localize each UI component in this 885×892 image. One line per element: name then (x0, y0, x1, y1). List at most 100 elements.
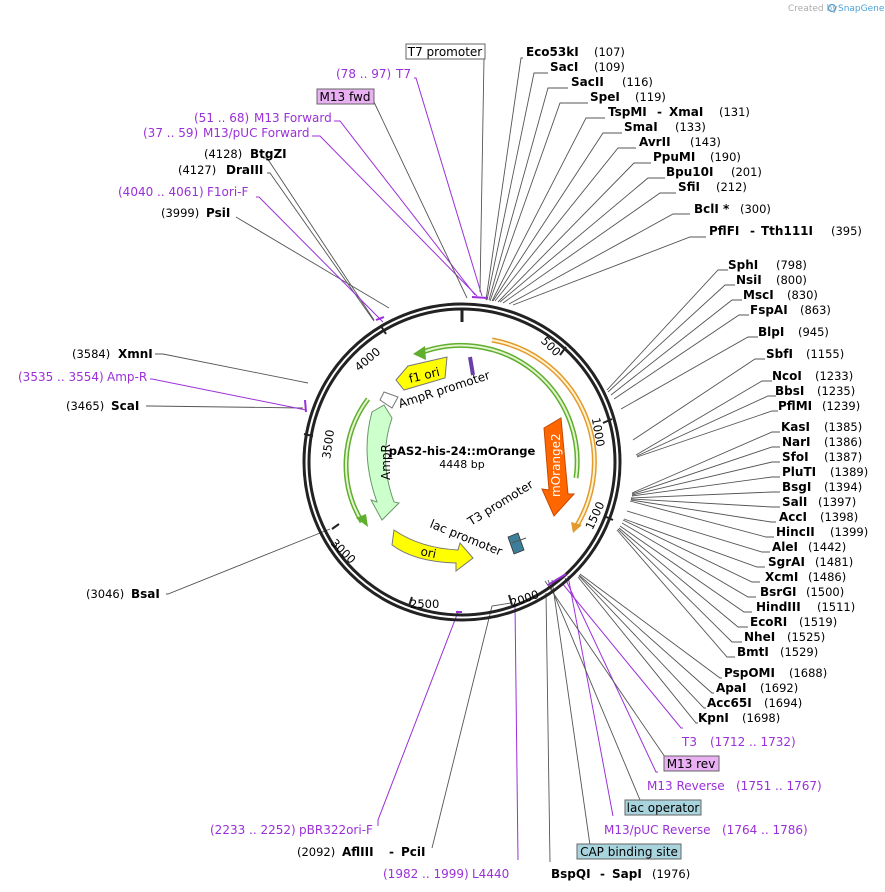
ampr-label: AmpR (379, 444, 393, 480)
svg-text:BtgZI: BtgZI (250, 147, 287, 161)
svg-text:PflMI: PflMI (778, 399, 812, 413)
svg-text:(116): (116) (622, 75, 653, 89)
svg-text:(1235): (1235) (817, 384, 855, 398)
svg-text:PpuMI: PpuMI (653, 150, 695, 164)
svg-text:(190): (190) (710, 150, 741, 164)
plasmid-length: 4448 bp (439, 458, 484, 471)
morange2-label: mOrange2 (549, 433, 563, 497)
enzyme-labels-right: Eco53kI(107) SacI(109) SacII(116) SpeI(1… (526, 45, 868, 725)
svg-text:(1712 .. 1732): (1712 .. 1732) (710, 735, 796, 749)
svg-text:FspAI: FspAI (750, 303, 788, 317)
svg-text:TspMI: TspMI (608, 105, 647, 119)
svg-text:NheI: NheI (744, 630, 775, 644)
svg-text:HindIII: HindIII (756, 600, 801, 614)
t3-promoter-label: T3 promoter (464, 477, 535, 529)
svg-text:(1698): (1698) (742, 711, 780, 725)
svg-text:(1500): (1500) (806, 585, 844, 599)
svg-text:(212): (212) (716, 180, 747, 194)
svg-text:DraIII: DraIII (226, 163, 263, 177)
svg-text:HincII: HincII (776, 525, 815, 539)
t7-promoter-box (405, 43, 486, 60)
svg-text:(1764 .. 1786): (1764 .. 1786) (722, 823, 808, 837)
svg-text:SalI: SalI (782, 495, 807, 509)
m13-rev-label: M13 rev (667, 757, 716, 771)
t7-promoter-feature (468, 356, 475, 376)
m13-fwd-label: M13 fwd (320, 90, 371, 104)
svg-text:BclI *: BclI * (694, 202, 730, 216)
svg-text:KpnI: KpnI (698, 711, 729, 725)
svg-text:(1525): (1525) (787, 630, 825, 644)
svg-text:AccI: AccI (779, 510, 807, 524)
svg-text:(37 .. 59): (37 .. 59) (143, 126, 198, 140)
svg-text:(1239): (1239) (822, 399, 860, 413)
svg-text:L4440: L4440 (472, 867, 509, 881)
svg-text:(1155): (1155) (806, 347, 844, 361)
svg-text:KasI: KasI (781, 420, 810, 434)
svg-text:(830): (830) (787, 288, 818, 302)
svg-text:XcmI: XcmI (765, 570, 798, 584)
credit-brand: SnapGene (838, 4, 885, 14)
svg-text:(1982 .. 1999): (1982 .. 1999) (383, 867, 469, 881)
svg-text:(1529): (1529) (780, 645, 818, 659)
svg-text:SpeI: SpeI (590, 90, 620, 104)
svg-text:T3: T3 (681, 735, 697, 749)
svg-text:NarI: NarI (782, 435, 811, 449)
svg-text:M13 Reverse: M13 Reverse (647, 779, 725, 793)
svg-text:PluTI: PluTI (782, 465, 816, 479)
svg-text:-: - (657, 105, 662, 119)
plasmid-name: pAS2-his-24::mOrange (389, 444, 536, 458)
svg-text:M13/pUC Forward: M13/pUC Forward (203, 126, 310, 140)
svg-text:4000: 4000 (352, 345, 383, 375)
svg-text:(1486): (1486) (808, 570, 846, 584)
svg-text:(395): (395) (831, 224, 862, 238)
svg-text:PciI: PciI (401, 845, 426, 859)
svg-text:BlpI: BlpI (758, 325, 784, 339)
svg-text:(1394): (1394) (824, 480, 862, 494)
svg-text:Amp-R: Amp-R (107, 370, 147, 384)
svg-text:(3535 .. 3554): (3535 .. 3554) (18, 370, 104, 384)
ori-feature (391, 529, 474, 573)
svg-text:AleI: AleI (772, 540, 798, 554)
svg-text:(1976): (1976) (652, 867, 690, 881)
primer-site-markers (304, 296, 567, 613)
ampr-promoter-feature (379, 391, 399, 409)
svg-text:SfiI: SfiI (678, 180, 700, 194)
svg-text:-: - (600, 867, 605, 881)
svg-text:(1688): (1688) (789, 666, 827, 680)
svg-text:(1481): (1481) (815, 555, 853, 569)
svg-text:(1442): (1442) (808, 540, 846, 554)
svg-text:Eco53kI: Eco53kI (526, 45, 579, 59)
svg-text:(1386): (1386) (824, 435, 862, 449)
svg-text:(51 .. 68): (51 .. 68) (194, 111, 249, 125)
svg-text:SapI: SapI (612, 867, 642, 881)
svg-text:BbsI: BbsI (775, 384, 804, 398)
svg-text:(3584): (3584) (72, 347, 110, 361)
svg-text:pBR322ori-F: pBR322ori-F (299, 823, 373, 837)
svg-text:(1511): (1511) (817, 600, 855, 614)
svg-text:F1ori-F: F1ori-F (207, 185, 248, 199)
svg-text:BmtI: BmtI (737, 645, 769, 659)
svg-text:BspQI: BspQI (551, 867, 591, 881)
t7-promoter-boxed-label: T7 promoter (407, 45, 483, 59)
svg-text:(1751 .. 1767): (1751 .. 1767) (736, 779, 822, 793)
svg-text:Bpu10I: Bpu10I (666, 165, 713, 179)
svg-text:(1399): (1399) (830, 525, 868, 539)
svg-text:SmaI: SmaI (624, 120, 658, 134)
svg-text:(1233): (1233) (815, 369, 853, 383)
svg-text:PspOMI: PspOMI (724, 666, 775, 680)
svg-text:(2233 .. 2252): (2233 .. 2252) (210, 823, 296, 837)
m13-fwd-box (316, 88, 375, 105)
svg-text:NsiI: NsiI (736, 273, 762, 287)
svg-text:SacII: SacII (571, 75, 604, 89)
svg-text:(2092): (2092) (297, 845, 335, 859)
svg-text:(4040 .. 4061): (4040 .. 4061) (118, 185, 204, 199)
svg-text:(3046): (3046) (86, 587, 124, 601)
svg-text:(78 .. 97): (78 .. 97) (336, 67, 391, 81)
svg-text:M13 Forward: M13 Forward (254, 111, 332, 125)
svg-text:(1692): (1692) (760, 681, 798, 695)
svg-text:(1398): (1398) (820, 510, 858, 524)
m13-rev-box (663, 755, 720, 772)
svg-text:(201): (201) (731, 165, 762, 179)
ori-label: ori (419, 544, 437, 561)
svg-text:3500: 3500 (319, 429, 337, 460)
